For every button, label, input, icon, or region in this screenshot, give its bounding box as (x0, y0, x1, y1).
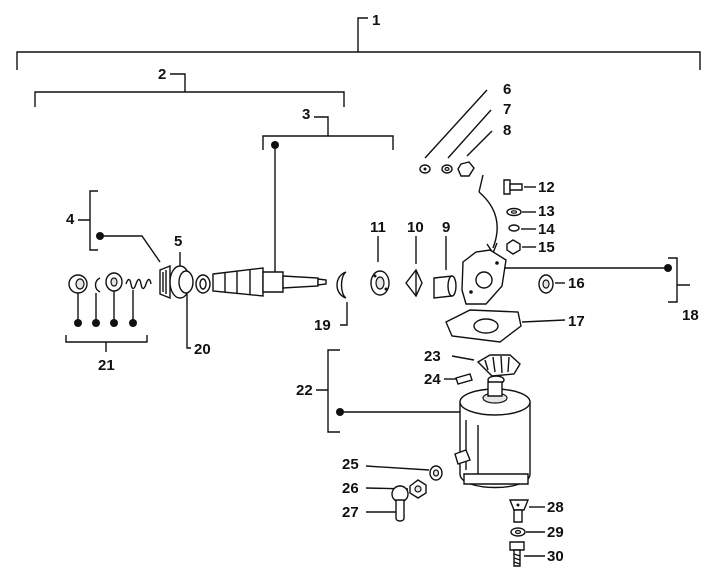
group-21-parts: 21 (65, 272, 152, 374)
starter-motor-22: 22 (296, 349, 531, 489)
callout-30: 30 (547, 548, 564, 565)
callout-23: 23 (424, 348, 441, 365)
callout-4: 4 (66, 211, 75, 228)
bracket-28: 28 (508, 499, 564, 523)
nut-6: 6 (419, 81, 511, 174)
callout-1: 1 (372, 12, 380, 29)
callout-2: 2 (158, 66, 166, 83)
washer-14: 14 (508, 221, 555, 238)
callout-3: 3 (302, 106, 310, 123)
circlip-19: 19 (314, 271, 348, 334)
bearing-11: 11 (370, 219, 390, 296)
callout-14: 14 (538, 221, 555, 238)
sleeve-9: 9 (433, 219, 457, 299)
callout-26: 26 (342, 480, 359, 497)
bushing-16: 16 (538, 274, 585, 294)
callout-18: 18 (682, 307, 699, 324)
bracket-3: 3 (262, 106, 394, 150)
callout-25: 25 (342, 456, 359, 473)
callout-20: 20 (194, 341, 211, 358)
pin-24: 24 (424, 371, 473, 388)
bushing-10: 10 (405, 219, 424, 298)
callout-11: 11 (370, 219, 386, 236)
callout-22: 22 (296, 382, 313, 399)
mounting-bracket-18: 18 (461, 249, 699, 324)
nut-15: 15 (506, 239, 555, 256)
bolt-30: 30 (509, 541, 564, 567)
callout-15: 15 (538, 239, 555, 256)
drive-pinion: 5 (159, 233, 194, 300)
bracket-2: 2 (34, 66, 345, 107)
callout-8: 8 (503, 122, 511, 139)
callout-6: 6 (503, 81, 511, 98)
nut-8: 8 (457, 122, 511, 255)
callout-7: 7 (503, 101, 511, 118)
callout-17: 17 (568, 313, 585, 330)
nut-26: 26 (342, 479, 427, 499)
armature-shaft (212, 141, 327, 297)
terminal-27: 27 (342, 485, 409, 522)
callout-5: 5 (174, 233, 182, 250)
bolt-12: 12 (503, 179, 555, 196)
callout-12: 12 (538, 179, 555, 196)
callout-9: 9 (442, 219, 450, 236)
ring-25: 25 (342, 456, 443, 481)
callout-13: 13 (538, 203, 555, 220)
washer-20: 20 (186, 274, 211, 358)
callout-29: 29 (547, 524, 564, 541)
callout-16: 16 (568, 275, 585, 292)
bracket-4: 4 (66, 190, 161, 263)
callout-28: 28 (547, 499, 564, 516)
callout-19: 19 (314, 317, 331, 334)
callout-21: 21 (98, 357, 115, 374)
washer-13: 13 (506, 203, 555, 220)
callout-27: 27 (342, 504, 359, 521)
callout-24: 24 (424, 371, 441, 388)
callout-10: 10 (407, 219, 424, 236)
washer-7: 7 (441, 101, 511, 174)
bracket-1: 1 (16, 12, 701, 70)
gasket-17: 17 (445, 309, 585, 343)
washer-29: 29 (510, 524, 564, 541)
